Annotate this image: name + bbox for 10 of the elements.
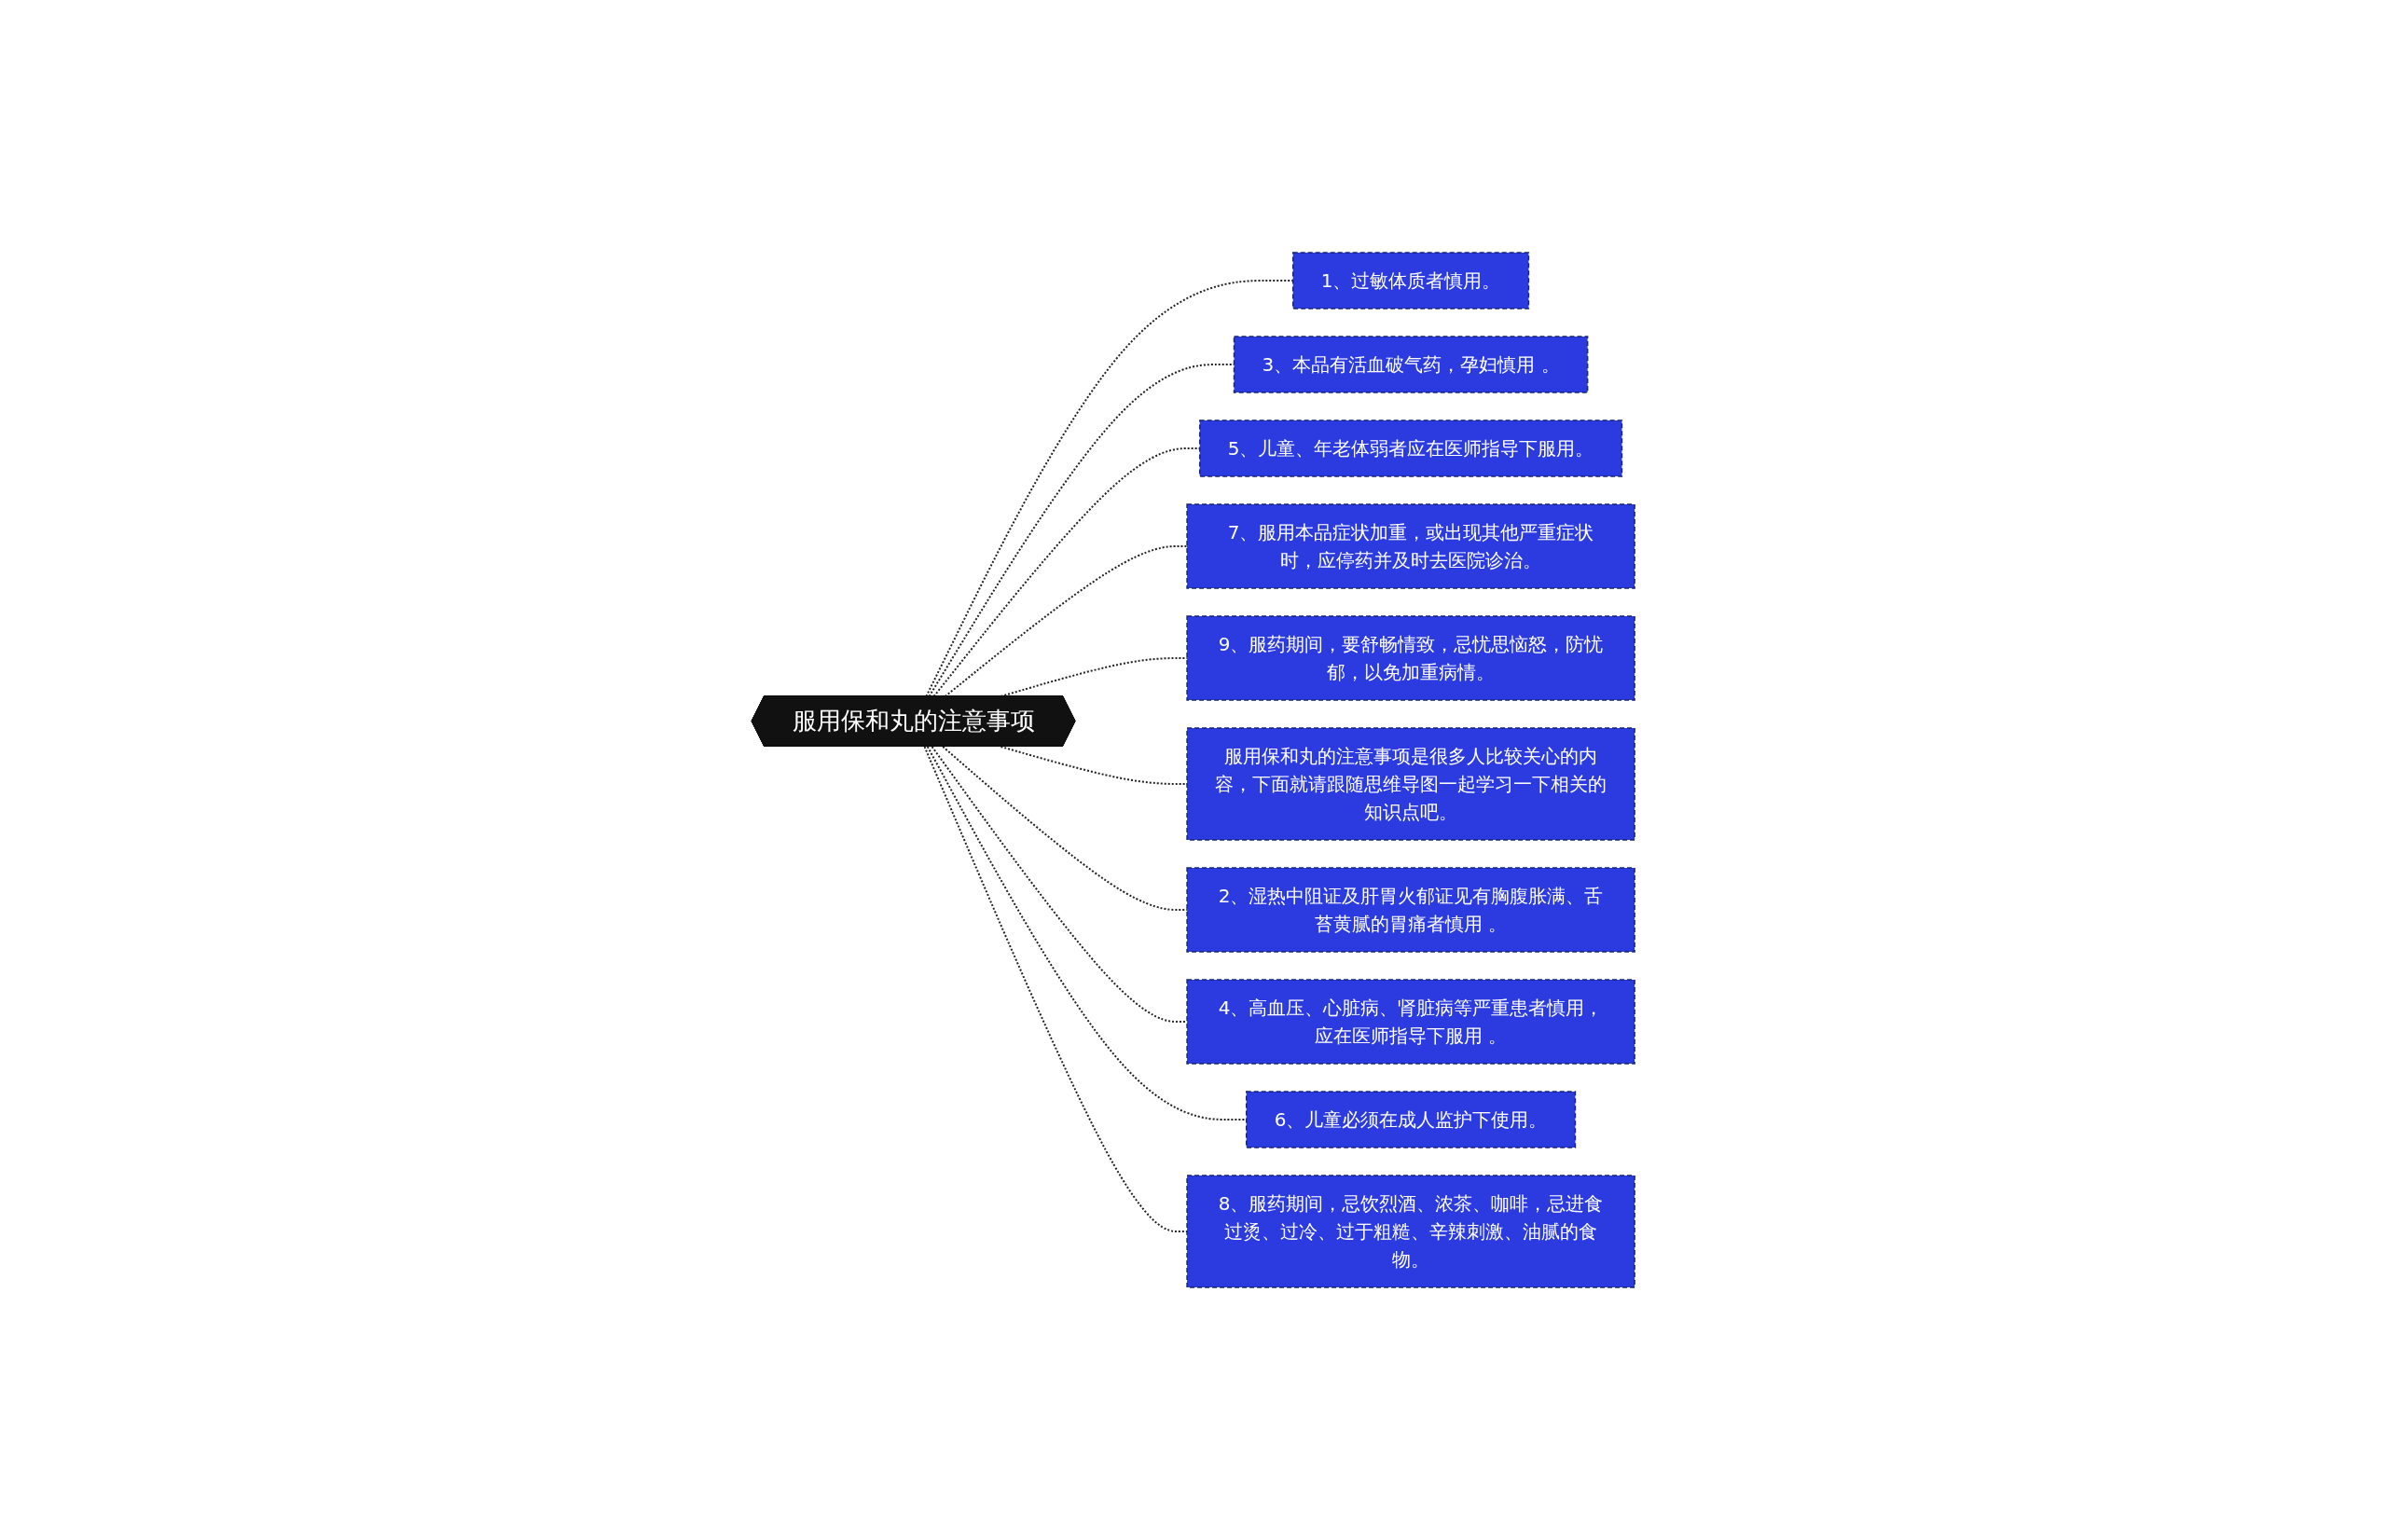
node-box: 3、本品有活血破气药，孕妇慎用 。 (1234, 336, 1589, 393)
node-box: 5、儿童、年老体弱者应在医师指导下服用。 (1199, 419, 1623, 477)
node-box: 4、高血压、心脏病、肾脏病等严重患者慎用，应在医师指导下服用 。 (1186, 979, 1636, 1065)
node-box: 6、儿童必须在成人监护下使用。 (1246, 1091, 1577, 1148)
node-box: 服用保和丸的注意事项是很多人比较关心的内容，下面就请跟随思维导图一起学习一下相关的知识点吧。 (1186, 727, 1636, 841)
node-box: 2、湿热中阻证及肝胃火郁证见有胸腹胀满、舌苔黄腻的胃痛者慎用 。 (1186, 867, 1636, 953)
node-box: 1、过敏体质者慎用。 (1292, 252, 1530, 309)
node-box: 8、服药期间，忌饮烈酒、浓茶、咖啡，忌进食过烫、过冷、过于粗糙、辛辣刺激、油腻的食物。 (1186, 1175, 1636, 1288)
node-box: 7、服用本品症状加重，或出现其他严重症状时，应停药并及时去医院诊治。 (1186, 503, 1636, 589)
node-box: 9、服药期间，要舒畅情致，忌忧思恼怒，防忧郁，以免加重病情。 (1186, 615, 1636, 701)
